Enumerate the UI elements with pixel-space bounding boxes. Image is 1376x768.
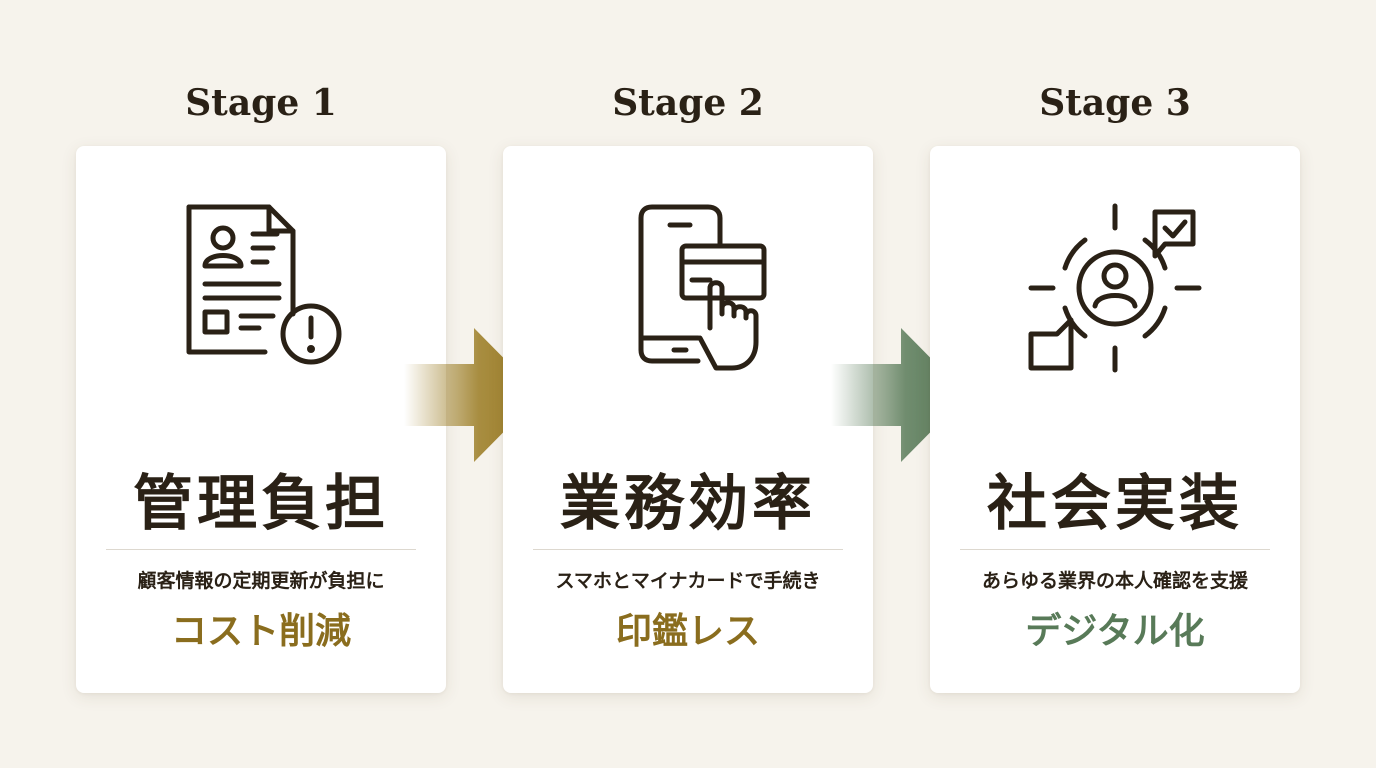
stage-card-2: 業務効率 スマホとマイナカードで手続き 印鑑レス — [503, 146, 873, 693]
document-alert-icon — [161, 198, 361, 378]
stage-card-1: 管理負担 顧客情報の定期更新が負担に コスト削減 — [76, 146, 446, 693]
identity-network-icon — [1015, 198, 1215, 378]
card-description-1: 顧客情報の定期更新が負担に — [137, 570, 385, 592]
card-result-3: デジタル化 — [1025, 611, 1205, 652]
card-description-3: あらゆる業界の本人確認を支援 — [981, 570, 1248, 592]
card-divider-3 — [960, 549, 1270, 550]
stage-heading-2: Stage 2 — [612, 82, 764, 124]
card-description-2: スマホとマイナカードで手続き — [555, 570, 821, 592]
stage-heading-3: Stage 3 — [1039, 82, 1191, 124]
card-result-2: 印鑑レス — [615, 611, 760, 652]
card-title-2: 業務効率 — [560, 469, 816, 539]
stage-card-3: 社会実装 あらゆる業界の本人確認を支援 デジタル化 — [930, 146, 1300, 693]
card-title-3: 社会実装 — [987, 469, 1243, 539]
card-title-1: 管理負担 — [133, 469, 389, 539]
card-result-1: コスト削減 — [170, 611, 351, 652]
smartphone-card-icon — [588, 198, 788, 378]
stage-heading-1: Stage 1 — [185, 82, 337, 124]
card-divider-2 — [533, 549, 843, 550]
card-divider-1 — [106, 549, 416, 550]
